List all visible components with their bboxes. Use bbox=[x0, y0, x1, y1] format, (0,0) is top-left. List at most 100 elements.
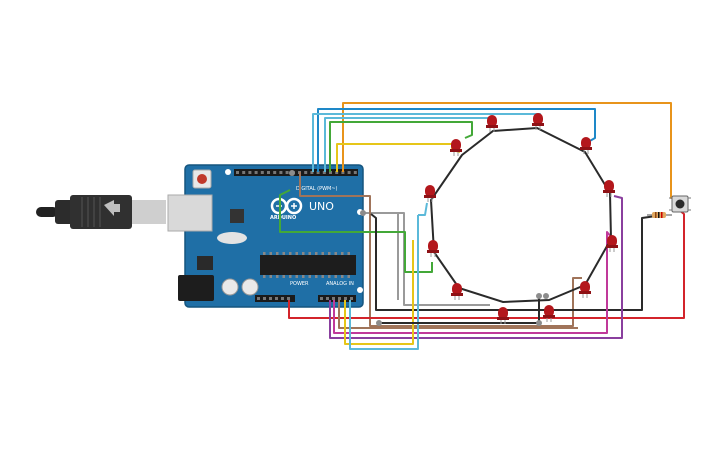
wire-cyan-low[interactable] bbox=[418, 202, 428, 216]
led-rim bbox=[606, 245, 618, 248]
pin-hole bbox=[248, 171, 252, 174]
chip-pins bbox=[263, 252, 350, 278]
led-5[interactable] bbox=[603, 180, 615, 197]
chip-leg bbox=[263, 275, 266, 278]
reset-button-cap bbox=[197, 174, 207, 184]
arduino-uno-board[interactable]: UNO ARDUINO DIGITAL (PWM~) POWER ANALOG … bbox=[167, 164, 364, 308]
led-body bbox=[451, 139, 461, 151]
chip-leg bbox=[269, 252, 272, 255]
digital-header-label: DIGITAL (PWM~) bbox=[296, 186, 338, 192]
led-11[interactable] bbox=[427, 240, 439, 257]
led-10[interactable] bbox=[451, 283, 463, 300]
led-3[interactable] bbox=[532, 113, 544, 130]
usb-b-port bbox=[167, 194, 213, 232]
led-body bbox=[487, 115, 497, 127]
chip-leg bbox=[263, 252, 266, 255]
pin-hole bbox=[316, 171, 320, 174]
pin-hole bbox=[254, 171, 258, 174]
pin-hole bbox=[310, 171, 314, 174]
board-model-label: UNO bbox=[309, 200, 334, 213]
pin-hole bbox=[269, 297, 272, 300]
chip-leg bbox=[321, 275, 324, 278]
pin-hole bbox=[242, 171, 246, 174]
chip-leg bbox=[295, 275, 298, 278]
pin-hole bbox=[353, 171, 357, 174]
atmega-chip bbox=[260, 255, 356, 275]
led-body bbox=[428, 240, 438, 252]
led-6[interactable] bbox=[606, 235, 618, 252]
chip-leg bbox=[334, 252, 337, 255]
crystal-oscillator bbox=[217, 232, 247, 244]
led-rim bbox=[450, 149, 462, 152]
pin-hole bbox=[320, 297, 323, 300]
pin-hole bbox=[260, 171, 264, 174]
chip-leg bbox=[315, 252, 318, 255]
led-9[interactable] bbox=[497, 307, 509, 324]
board-brand-label: ARDUINO bbox=[270, 215, 296, 221]
chip-leg bbox=[289, 252, 292, 255]
chip-leg bbox=[295, 252, 298, 255]
led-1[interactable] bbox=[450, 139, 462, 156]
pin-hole bbox=[347, 171, 351, 174]
wire-magenta[interactable] bbox=[333, 231, 613, 334]
usb-icon bbox=[104, 200, 120, 216]
wire-green-top[interactable] bbox=[329, 121, 473, 172]
digital-pin-header[interactable] bbox=[234, 169, 358, 176]
usb-strain-relief bbox=[55, 200, 73, 224]
wire-cyan-bottom[interactable] bbox=[349, 215, 419, 350]
pin-hole bbox=[304, 171, 308, 174]
chip-leg bbox=[308, 252, 311, 255]
power-jack bbox=[178, 275, 214, 301]
pin-hole bbox=[275, 297, 278, 300]
resistor[interactable] bbox=[647, 212, 672, 218]
wire-brown-low[interactable] bbox=[338, 300, 578, 329]
led-2[interactable] bbox=[486, 115, 498, 132]
mount-hole-3 bbox=[357, 287, 363, 293]
chip-leg bbox=[341, 252, 344, 255]
wire-brown[interactable] bbox=[299, 172, 582, 327]
pin-hole bbox=[326, 297, 329, 300]
led-12[interactable] bbox=[424, 185, 436, 202]
usb-plug-body bbox=[70, 195, 132, 229]
led-body bbox=[452, 283, 462, 295]
led-4[interactable] bbox=[580, 137, 592, 154]
wire-black[interactable] bbox=[370, 213, 657, 311]
pin-hole bbox=[273, 171, 277, 174]
analog-header-label: ANALOG IN bbox=[326, 281, 354, 287]
pin-hole bbox=[236, 171, 239, 174]
led-8[interactable] bbox=[543, 305, 555, 322]
power-header-label: POWER bbox=[290, 281, 309, 287]
led-rim bbox=[603, 190, 615, 193]
usb-cable-end bbox=[36, 207, 58, 217]
led-rim bbox=[580, 147, 592, 150]
pin-hole bbox=[329, 171, 332, 174]
analog-pin-header[interactable] bbox=[318, 295, 356, 302]
push-button[interactable] bbox=[669, 195, 691, 213]
usb-chip bbox=[230, 209, 244, 223]
pin-hole bbox=[267, 171, 270, 174]
mount-hole-1 bbox=[225, 169, 231, 175]
wire-red[interactable] bbox=[288, 209, 685, 319]
wire-blue[interactable] bbox=[317, 108, 596, 172]
push-button-cap[interactable] bbox=[675, 199, 685, 209]
led-7[interactable] bbox=[579, 281, 591, 298]
pin-hole bbox=[287, 297, 290, 300]
wire-purple[interactable] bbox=[329, 195, 623, 339]
led-rim bbox=[543, 315, 555, 318]
pin-hole bbox=[257, 297, 260, 300]
wire-yellow-low[interactable] bbox=[344, 240, 414, 345]
wire-junctions bbox=[289, 170, 549, 326]
chip-leg bbox=[347, 252, 350, 255]
pin-hole bbox=[285, 171, 289, 174]
usb-cable[interactable] bbox=[36, 195, 166, 229]
pin-hole bbox=[332, 297, 335, 300]
chip-leg bbox=[276, 252, 279, 255]
wire-green-loop[interactable] bbox=[279, 189, 433, 273]
chip-leg bbox=[321, 252, 324, 255]
chip-leg bbox=[302, 252, 305, 255]
header-pin-holes bbox=[236, 171, 357, 300]
chip-leg bbox=[315, 275, 318, 278]
pin-hole bbox=[350, 297, 353, 300]
pin-hole bbox=[279, 171, 283, 174]
